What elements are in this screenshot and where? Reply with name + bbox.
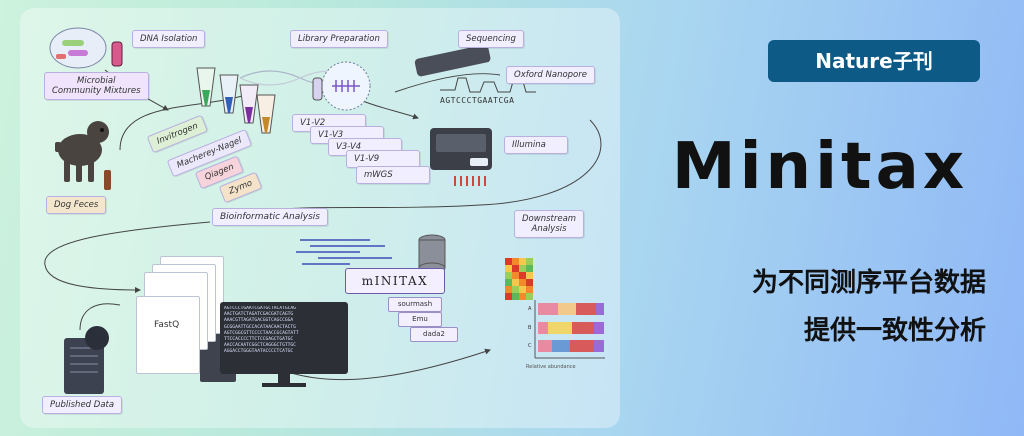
read-sequence: AGTCCCTGAATCGA <box>440 96 515 105</box>
monitor-stand <box>278 374 290 384</box>
terminal-text: AGTCCCTGAATCGATGCTACATGCAG AACTGATCTAGAT… <box>224 306 299 355</box>
tool-dada2: dada2 <box>410 327 458 342</box>
journal-badge: Nature子刊 <box>768 40 980 82</box>
heatmap-row-label: C <box>528 343 532 349</box>
terminal-monitor: AGTCCCTGAATCGATGCTACATGCAG AACTGATCTAGAT… <box>220 302 348 374</box>
monitor-base <box>262 383 306 387</box>
tool-sourmash: sourmash <box>388 297 442 312</box>
stage-bioinformatic-analysis: Bioinformatic Analysis <box>212 208 328 226</box>
minitax-tool: mINITAX <box>345 268 445 294</box>
workflow-diagram: DNA Isolation Library Preparation Sequen… <box>42 27 605 414</box>
page-title: Minitax <box>671 130 969 204</box>
tool-emu: Emu <box>398 312 442 327</box>
source-microbial-mixtures: Microbial Community Mixtures <box>44 72 149 100</box>
stage-dna-isolation: DNA Isolation <box>132 30 206 48</box>
source-published-data: Published Data <box>42 396 123 414</box>
heatmap-axis-label: Relative abundance <box>526 364 576 370</box>
stage-sequencing: Sequencing <box>458 30 524 48</box>
source-dog-feces: Dog Feces <box>46 196 107 214</box>
fastq-doc <box>136 296 200 374</box>
stage-downstream-analysis: Downstream Analysis <box>514 210 585 238</box>
region-label: mWGS <box>356 166 430 184</box>
fastq-label: FastQ <box>154 320 180 330</box>
stage-library-preparation: Library Preparation <box>290 30 388 48</box>
subtitle-line-1: 为不同测序平台数据 <box>751 268 986 298</box>
connector-lines <box>44 27 605 394</box>
subtitle-line-2: 提供一致性分析 <box>803 316 986 346</box>
heatmap-row-label: B <box>528 325 532 331</box>
platform-illumina: Illumina <box>504 136 568 154</box>
platform-oxford-nanopore: Oxford Nanopore <box>506 66 595 84</box>
heatmap-row-label: A <box>528 306 532 312</box>
